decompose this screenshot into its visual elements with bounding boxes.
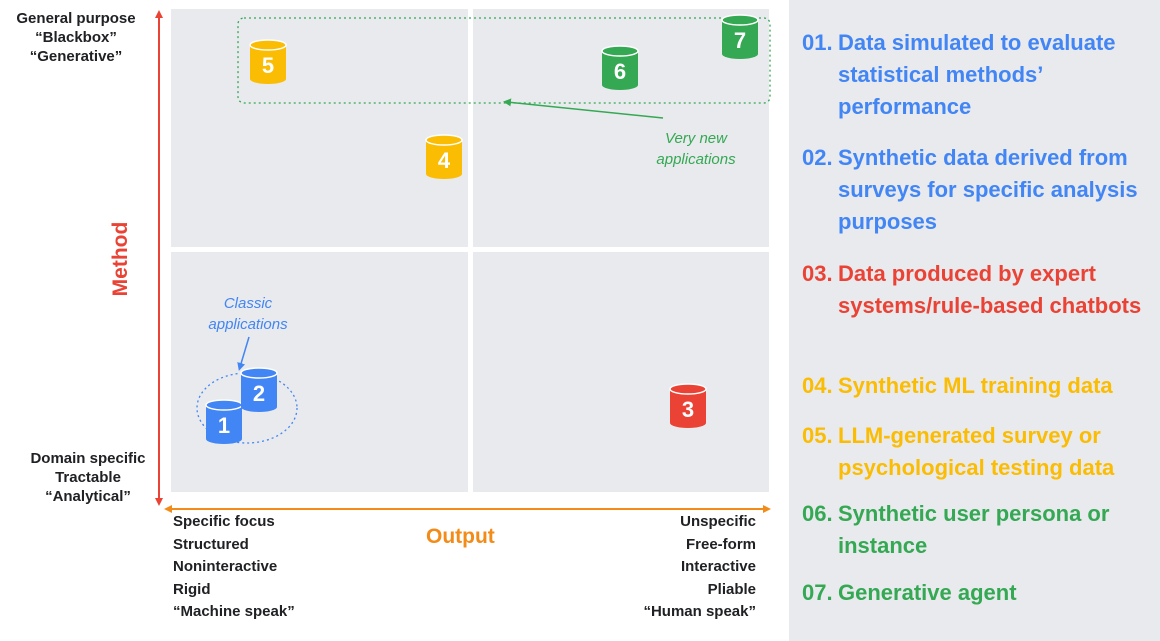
legend-item-01: 01. Data simulated to evaluate statistic… xyxy=(802,27,1152,123)
legend-text: Synthetic data derived from surveys for … xyxy=(838,145,1138,234)
marker-1: 1 xyxy=(205,399,243,444)
note-line: Classic xyxy=(223,295,273,312)
marker-label: 4 xyxy=(438,148,451,173)
note-line: Very new xyxy=(665,130,727,147)
legend-text: Data simulated to evaluate statistical m… xyxy=(838,30,1116,119)
legend-item-02: 02. Synthetic data derived from surveys … xyxy=(802,142,1152,238)
method-bottom-label: Domain specific Tractable “Analytical” xyxy=(12,449,164,506)
output-right-line: Free-form xyxy=(685,535,756,553)
output-right-line: Interactive xyxy=(680,558,756,575)
output-left-line: “Machine speak” xyxy=(173,603,295,620)
legend-text: Synthetic user persona or instance xyxy=(838,501,1110,558)
method-bottom-line: Tractable xyxy=(55,469,121,486)
legend-item-07: 07. Generative agent xyxy=(802,577,1152,609)
method-top-line: “Generative” xyxy=(29,48,123,65)
marker-label: 7 xyxy=(734,28,746,53)
marker-label: 6 xyxy=(614,59,626,84)
very-new-applications-note: Very new applications xyxy=(636,128,756,170)
output-axis-title: Output xyxy=(426,525,495,548)
method-top-label: General purpose “Blackbox” “Generative” xyxy=(4,9,148,66)
method-top-line: “Blackbox” xyxy=(35,29,117,46)
marker-label: 5 xyxy=(262,53,274,78)
method-bottom-line: Domain specific xyxy=(30,450,146,467)
legend-number: 07. xyxy=(802,580,833,605)
legend-number: 02. xyxy=(802,145,833,170)
marker-label: 1 xyxy=(218,413,230,438)
legend-text: Generative agent xyxy=(838,580,1017,605)
classic-applications-note: Classic applications xyxy=(188,293,308,335)
legend-text: LLM-generated survey or psychological te… xyxy=(838,423,1115,480)
legend-text: Synthetic ML training data xyxy=(838,373,1113,398)
output-left-label: Specific focus Structured Noninteractive… xyxy=(173,511,295,624)
quadrant-top-left xyxy=(171,9,468,247)
method-axis-title: Method xyxy=(109,221,132,297)
output-right-line: “Human speak” xyxy=(643,603,756,620)
method-bottom-line: “Analytical” xyxy=(45,488,131,505)
marker-5: 5 xyxy=(249,39,287,84)
marker-label: 3 xyxy=(682,397,694,422)
classic-applications-arrow xyxy=(237,336,250,371)
marker-3: 3 xyxy=(669,383,707,428)
output-right-line: Unspecific xyxy=(680,513,756,530)
output-right-label: Unspecific Free-form Interactive Pliable… xyxy=(606,511,756,624)
marker-4: 4 xyxy=(425,134,463,179)
legend-item-06: 06. Synthetic user persona or instance xyxy=(802,498,1152,562)
new-applications-arrow xyxy=(503,98,664,119)
quadrant-bottom-right xyxy=(473,252,769,492)
method-top-line: General purpose xyxy=(16,10,136,27)
legend-number: 05. xyxy=(802,423,833,448)
legend-number: 01. xyxy=(802,30,833,55)
markers-layer: 12 3 4 5 6 7 xyxy=(205,14,759,444)
legend-text: Data produced by expert systems/rule-bas… xyxy=(838,261,1142,318)
legend-item-04: 04. Synthetic ML training data xyxy=(802,370,1152,402)
legend-number: 06. xyxy=(802,501,833,526)
quadrant-bottom-left xyxy=(171,252,468,492)
axes-and-annotations xyxy=(155,10,771,513)
legend-item-03: 03. Data produced by expert systems/rule… xyxy=(802,258,1152,322)
legend-panel: 01. Data simulated to evaluate statistic… xyxy=(789,0,1160,641)
note-line: applications xyxy=(208,316,288,333)
marker-label: 2 xyxy=(253,381,265,406)
legend-number: 04. xyxy=(802,373,833,398)
legend-item-05: 05. LLM-generated survey or psychologica… xyxy=(802,420,1152,484)
marker-2: 2 xyxy=(240,367,278,412)
output-left-line: Specific focus xyxy=(173,513,275,530)
output-right-line: Pliable xyxy=(707,580,756,598)
output-left-line: Noninteractive xyxy=(173,558,278,575)
note-line: applications xyxy=(656,151,736,168)
output-left-line: Structured xyxy=(173,535,249,553)
output-left-line: Rigid xyxy=(173,580,211,598)
legend-number: 03. xyxy=(802,261,833,286)
marker-6: 6 xyxy=(601,45,639,90)
marker-7: 7 xyxy=(721,14,759,59)
